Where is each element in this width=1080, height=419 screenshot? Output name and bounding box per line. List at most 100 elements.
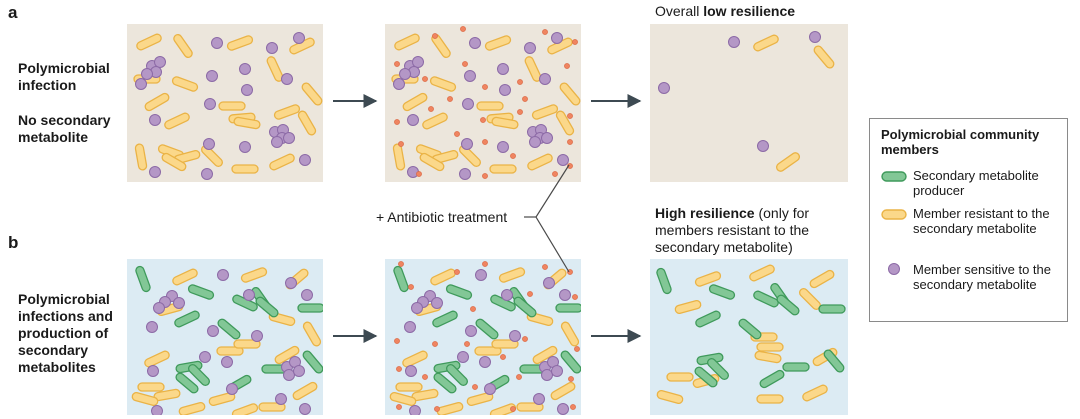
antibiotic-particle — [570, 404, 576, 410]
sensitive-coccus — [207, 325, 219, 337]
legend-purple-coccus-icon — [888, 263, 900, 275]
resistant-rod — [231, 403, 259, 415]
resistant-rod — [436, 402, 464, 415]
resistant-rod — [422, 112, 448, 130]
sensitive-coccus — [431, 297, 443, 309]
producer-rod — [445, 284, 473, 300]
antibiotic-particle — [394, 119, 400, 125]
producer-rod — [513, 296, 537, 318]
resistant-rod — [269, 153, 295, 171]
sensitive-coccus — [299, 154, 311, 166]
resistant-rod — [753, 34, 779, 52]
resistant-rod — [389, 392, 417, 406]
sensitive-coccus — [146, 321, 158, 333]
producer-rod — [776, 294, 800, 316]
producer-rod — [187, 284, 215, 300]
resistant-rod — [489, 164, 517, 174]
sensitive-coccus — [153, 302, 165, 314]
antibiotic-particle — [396, 366, 402, 372]
sensitive-coccus — [151, 405, 163, 415]
sensitive-coccus — [409, 405, 421, 415]
antibiotic-particle — [408, 284, 414, 290]
panel-a-letter: a — [8, 3, 18, 22]
antibiotic-particle — [542, 264, 548, 270]
sensitive-coccus — [221, 356, 233, 368]
resistant-rod — [274, 345, 300, 365]
sensitive-coccus — [529, 136, 541, 148]
resistant-rod — [258, 402, 286, 412]
sensitive-coccus — [293, 365, 305, 377]
producer-rod — [432, 310, 458, 328]
sensitive-coccus — [524, 42, 536, 54]
resistant-rod — [392, 143, 406, 171]
sensitive-coccus — [757, 140, 769, 152]
producer-rod — [656, 267, 672, 295]
resistant-rod — [531, 104, 559, 120]
antibiotic-particle — [464, 341, 470, 347]
panel-a-label-line: Polymicrobial — [18, 60, 110, 76]
sensitive-coccus — [499, 84, 511, 96]
sensitive-coccus — [201, 168, 213, 180]
antibiotic-particle — [567, 139, 573, 145]
antibiotic-particle — [472, 384, 478, 390]
producer-rod — [782, 362, 810, 372]
resistant-rod — [208, 392, 236, 406]
sensitive-coccus — [533, 393, 545, 405]
antibiotic-particle — [394, 61, 400, 67]
resistant-rod — [666, 372, 694, 382]
sensitive-coccus — [464, 70, 476, 82]
resistant-rod — [134, 143, 148, 171]
antibiotic-particle — [482, 139, 488, 145]
sensitive-coccus — [283, 369, 295, 381]
panel-b-antibiotic-community — [385, 259, 581, 415]
antibiotic-particle — [482, 84, 488, 90]
resistant-rod — [301, 82, 323, 106]
sensitive-coccus — [557, 403, 569, 415]
sensitive-coccus — [281, 73, 293, 85]
sensitive-coccus — [399, 68, 411, 80]
sensitive-coccus — [461, 138, 473, 150]
panel-b-outcome-line: members resistant to the — [655, 222, 810, 238]
sensitive-coccus — [405, 365, 417, 377]
antibiotic-particle — [527, 291, 533, 297]
resistant-rod — [178, 402, 206, 415]
panel-b-label-line: infections and — [18, 308, 113, 324]
panel-b-letter: b — [8, 233, 19, 252]
producer-rod — [393, 265, 409, 293]
resistant-rod — [144, 350, 170, 368]
sensitive-coccus — [173, 297, 185, 309]
antibiotic-particle — [394, 338, 400, 344]
resistant-rod — [161, 152, 187, 172]
panel-b-outcome-line: secondary metabolite) — [655, 239, 793, 255]
resistant-rod — [297, 110, 317, 136]
resistant-rod — [137, 382, 165, 392]
resistant-rod — [674, 300, 702, 314]
sensitive-coccus — [154, 56, 166, 68]
resistant-rod — [273, 104, 301, 120]
resistant-rod — [550, 381, 576, 401]
resistant-rod — [216, 346, 244, 356]
resistant-rod — [809, 269, 835, 289]
resistant-rod — [491, 116, 519, 130]
sensitive-coccus — [141, 68, 153, 80]
resistant-rod — [266, 56, 284, 82]
antibiotic-particle — [482, 261, 488, 267]
resistant-rod — [656, 390, 684, 404]
resistant-rod — [559, 82, 581, 106]
resistant-rod — [813, 45, 835, 69]
resistant-rod — [402, 92, 428, 112]
sensitive-coccus — [462, 98, 474, 110]
resistant-rod — [555, 110, 575, 136]
sensitive-coccus — [457, 351, 469, 363]
resistant-rod — [474, 346, 502, 356]
producer-rod — [445, 363, 469, 387]
sensitive-coccus — [149, 114, 161, 126]
sensitive-coccus — [459, 168, 471, 180]
resistant-rod — [240, 267, 268, 283]
producer-rod — [560, 350, 581, 374]
panel-a-label-line: No secondary — [18, 112, 111, 128]
antibiotic-particle — [470, 306, 476, 312]
panel-a-initial-community — [127, 24, 323, 182]
sensitive-coccus — [539, 73, 551, 85]
sensitive-coccus — [301, 289, 313, 301]
